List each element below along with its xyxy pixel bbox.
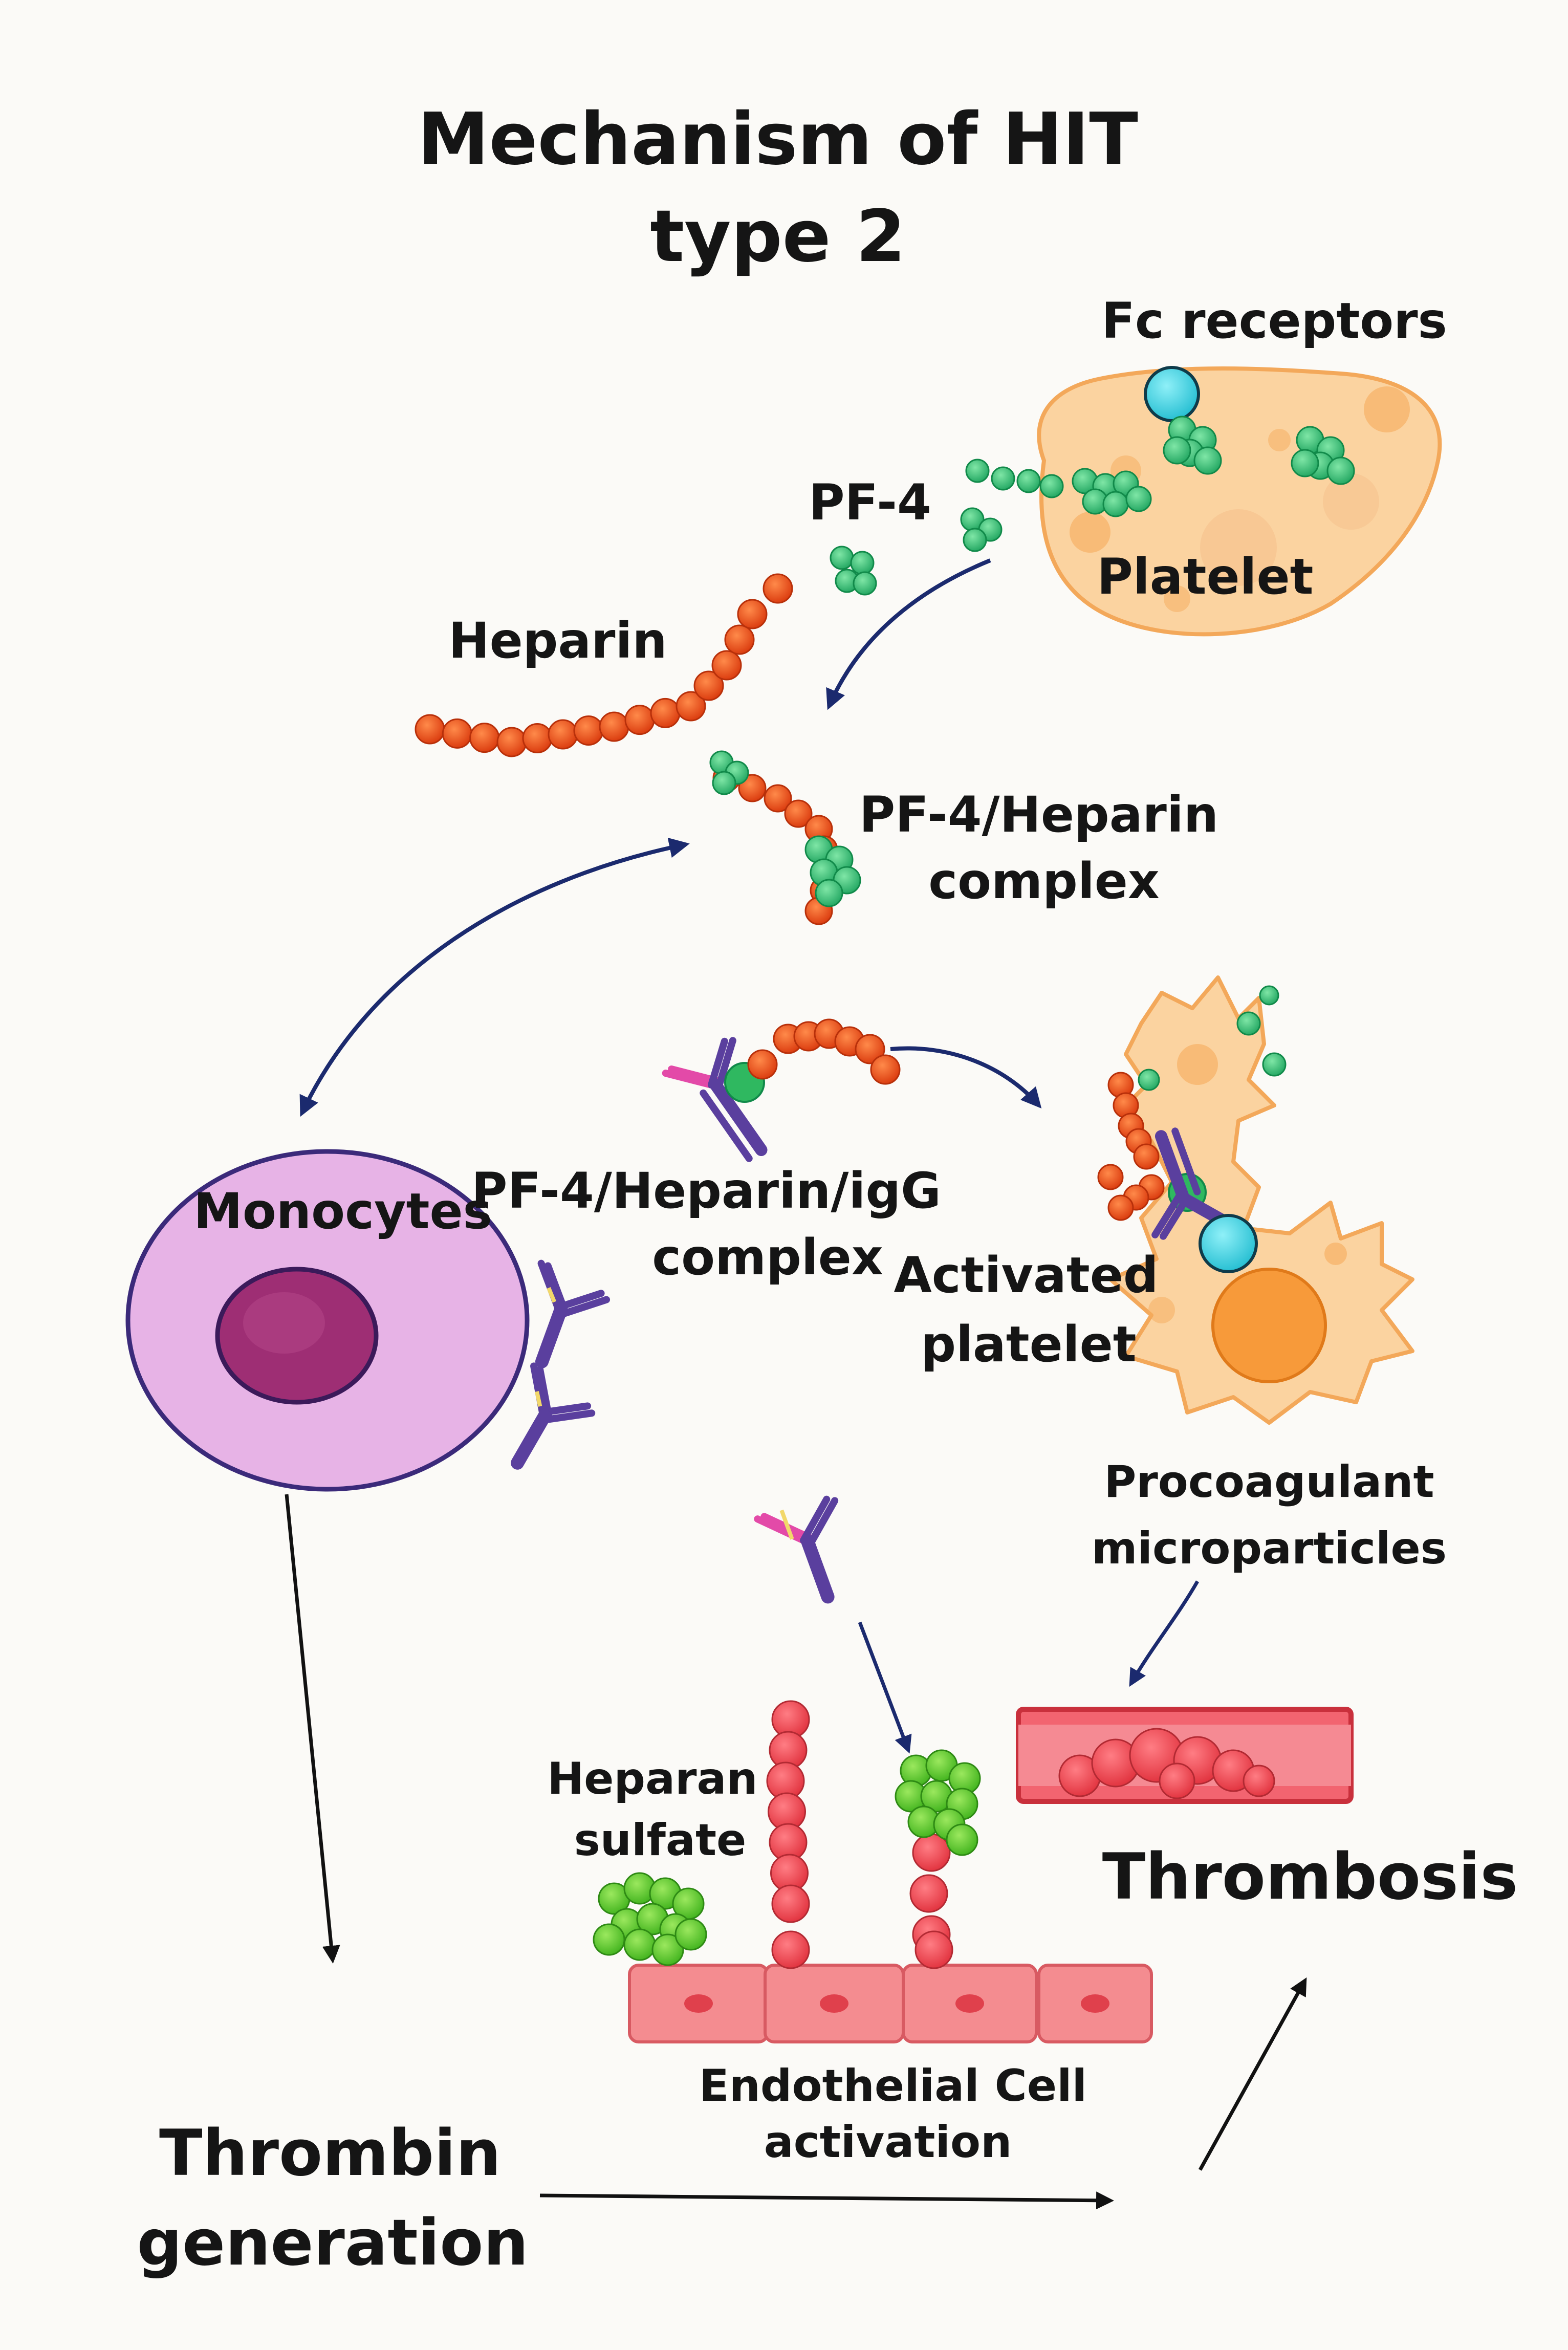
label-activated-platelet-1: Activated xyxy=(894,1247,1158,1304)
fc-receptor-icon xyxy=(1199,1214,1258,1273)
antibody-icon xyxy=(662,1037,768,1162)
pf4-cluster-icon xyxy=(1072,468,1152,517)
endothelial-nucleus xyxy=(1081,1994,1109,2013)
bead xyxy=(764,784,792,813)
label-pf4-heparin-complex-1: PF-4/Heparin xyxy=(859,786,1218,843)
arrow-icon xyxy=(539,2191,1114,2210)
bead xyxy=(914,1930,953,1969)
endothelial-nucleus xyxy=(684,1994,713,2013)
label-pf4-heparin-igg-1: PF-4/Heparin/igG xyxy=(471,1162,941,1220)
bead xyxy=(855,1034,885,1064)
bead xyxy=(522,723,553,753)
bead xyxy=(593,1923,625,1956)
bead xyxy=(599,711,629,742)
bead xyxy=(737,599,768,629)
thrombus-vessel-icon xyxy=(1016,1707,1354,1804)
bead xyxy=(771,1930,810,1969)
endothelial-nucleus xyxy=(955,1994,984,2013)
title-line-1: Mechanism of HIT xyxy=(418,98,1138,181)
arrow-icon xyxy=(299,837,690,1117)
label-platelet: Platelet xyxy=(1097,548,1314,605)
pf4-cluster-icon xyxy=(1291,426,1355,485)
bead xyxy=(693,670,724,701)
bead xyxy=(771,1884,810,1923)
heparin-chain-icon xyxy=(747,1018,901,1085)
bead xyxy=(747,1049,778,1080)
heparin-chain-icon xyxy=(1097,1072,1165,1221)
bead xyxy=(674,1918,707,1951)
label-procoagulant-1: Procoagulant xyxy=(1104,1456,1434,1508)
label-heparan-sulfate-2: sulfate xyxy=(574,1815,747,1866)
bead xyxy=(548,719,578,750)
label-heparin: Heparin xyxy=(448,612,667,669)
endothelial-cells-icon xyxy=(628,1964,1153,2043)
label-pf4-heparin-igg-2: complex xyxy=(652,1229,883,1286)
platelet-cell xyxy=(1037,366,1442,637)
bead xyxy=(763,573,793,604)
pf4-cluster-icon xyxy=(1163,416,1222,475)
pf4-cluster-icon xyxy=(593,1749,981,1966)
arrow-icon xyxy=(1198,1977,1307,2171)
label-thrombin-2: generation xyxy=(137,2206,528,2280)
pf4-released-icon xyxy=(830,459,1064,596)
label-endothelial-2: activation xyxy=(764,2117,1012,2168)
arrow-icon xyxy=(826,558,991,710)
arrow-icon xyxy=(1129,1580,1200,1687)
bead xyxy=(1107,1194,1134,1221)
antibody-icon xyxy=(511,1362,596,1470)
bead xyxy=(909,1874,948,1913)
label-endothelial-1: Endothelial Cell xyxy=(699,2060,1087,2112)
bead xyxy=(442,718,472,749)
antibody-icon xyxy=(535,1259,611,1368)
bead xyxy=(870,1054,901,1085)
bead xyxy=(496,727,527,757)
activated-platelet-cell xyxy=(1108,975,1414,1425)
label-activated-platelet-2: platelet xyxy=(921,1316,1136,1373)
bead xyxy=(623,1928,656,1961)
label-monocytes: Monocytes xyxy=(193,1183,492,1240)
bead xyxy=(650,698,681,728)
arrow-icon xyxy=(858,1621,912,1754)
label-thrombosis: Thrombosis xyxy=(1102,1840,1518,1914)
endothelial-nucleus xyxy=(820,1994,848,2013)
label-procoagulant-2: microparticles xyxy=(1092,1523,1447,1574)
bead xyxy=(573,715,604,746)
label-fc-receptors: Fc receptors xyxy=(1101,292,1447,350)
bead xyxy=(1097,1164,1124,1190)
arrow-icon xyxy=(890,1046,1042,1109)
fc-receptor-icon xyxy=(1144,366,1200,422)
bead xyxy=(711,650,742,681)
bead xyxy=(469,723,500,753)
bead xyxy=(415,714,445,745)
heparin-chain-icon xyxy=(415,573,793,757)
label-pf4: PF-4 xyxy=(809,474,931,531)
pf4-released-icon xyxy=(1138,985,1287,1091)
bead xyxy=(676,691,706,722)
label-heparan-sulfate-1: Heparan xyxy=(547,1753,758,1804)
antibody-icon xyxy=(754,1495,839,1604)
title-line-2: type 2 xyxy=(650,195,906,278)
heparan-sulfate-chain-icon xyxy=(766,1700,953,1969)
arrow-icon xyxy=(285,1494,340,1964)
pf4-cluster-icon xyxy=(709,750,861,907)
label-pf4-heparin-complex-2: complex xyxy=(928,853,1160,910)
bead xyxy=(784,799,813,828)
bead xyxy=(724,624,755,655)
bead xyxy=(1133,1143,1160,1170)
monocyte-cell xyxy=(125,1149,530,1492)
bead xyxy=(946,1823,978,1856)
bead xyxy=(624,705,655,735)
bead xyxy=(651,1933,684,1966)
bead xyxy=(738,774,767,802)
label-thrombin-1: Thrombin xyxy=(159,2117,501,2190)
